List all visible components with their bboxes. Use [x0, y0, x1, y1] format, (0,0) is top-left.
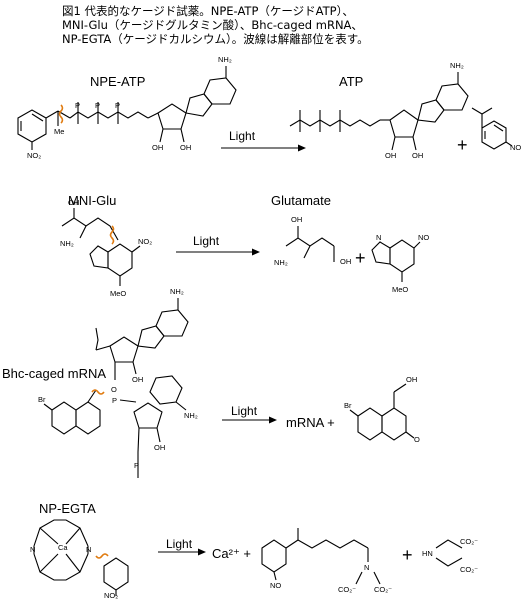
reagent-label-bhc-mrna: Bhc-caged mRNA: [2, 366, 107, 381]
reaction-arrow-2: [176, 248, 260, 256]
mni-methoxy: MeO: [110, 289, 126, 298]
plus-sign-2: +: [355, 248, 366, 268]
np-egta-product-structure: N NO CO₂⁻ CO₂⁻: [261, 528, 392, 594]
caption-line-1: 図1 代表的なケージド試薬。NPE-ATP（ケージドATP）、: [62, 4, 354, 18]
ester-o: O: [111, 385, 117, 394]
atp-oh-1: OH: [385, 151, 396, 160]
coumarin-br: Br: [38, 395, 46, 404]
nitrosoindoline-structure: N NO MeO: [371, 233, 429, 294]
ribose-oh-2: OH: [180, 143, 191, 152]
glutamate-oh-2: OH: [340, 257, 351, 266]
nitrosoacetophenone-structure: NO: [471, 107, 521, 152]
reaction-arrow-3: [222, 416, 277, 424]
egta-n-left: N: [30, 545, 35, 554]
atp-product-structure: OH OH NH₂: [289, 61, 469, 160]
linker-phosphate: P: [112, 396, 117, 405]
egta-nitro: NO₂: [104, 591, 118, 599]
caption-line-3: NP-EGTA（ケージドカルシウム）。波線は解離部位を表す。: [62, 32, 369, 46]
guanine-nh2: NH₂: [184, 411, 198, 420]
indoline-n: N: [376, 233, 381, 242]
mni-glu-structure: OH NH₂ NO₂ MeO: [60, 198, 152, 298]
reagent-label-mni-glu: MNI-Glu: [68, 193, 117, 208]
bhc-mrna-structure: NH₂ OH O P Br NH₂ OH P: [38, 287, 198, 478]
product-carboxylate-1: CO₂⁻: [338, 585, 356, 594]
glu-oh: OH: [68, 198, 79, 207]
upper-nh2: NH₂: [170, 287, 184, 296]
product-br: Br: [344, 401, 352, 410]
upper-oh: OH: [132, 375, 143, 384]
atp-oh-2: OH: [412, 151, 423, 160]
plus-sign-1: +: [457, 135, 468, 155]
product-carbonyl: O: [414, 435, 420, 444]
calcium-atom: Ca: [58, 543, 68, 552]
reagent-label-npe-atp: NPE-ATP: [90, 74, 146, 89]
reaction-arrow-1: [221, 144, 306, 152]
reaction-arrow-4: [158, 548, 206, 556]
figure-caption: 図1 代表的なケージド試薬。NPE-ATP（ケージドATP）、 MNI-Glu（…: [62, 4, 502, 46]
product-label-atp: ATP: [339, 74, 364, 89]
glutamate-product-structure: OH NH₂ OH: [274, 215, 351, 267]
nitroso-label-1: NO: [510, 143, 521, 152]
methyl-label: Me: [54, 127, 64, 136]
npe-atp-structure: NO₂ Me P P P OH OH NH₂: [17, 55, 237, 160]
np-egta-structure: Ca N N NO₂: [30, 519, 129, 599]
caption-line-2: MNI-Glu（ケージドグルタミン酸）、Bhc-caged mRNA、: [62, 18, 363, 32]
indoline-methoxy: MeO: [392, 285, 408, 294]
light-label-4: Light: [166, 537, 193, 551]
atp-nh2: NH₂: [450, 61, 464, 70]
light-label-3: Light: [231, 404, 258, 418]
product-amine-n: N: [364, 563, 369, 572]
glu-nh2: NH₂: [60, 239, 74, 248]
nitro-label: NO₂: [27, 151, 41, 160]
product-carboxylate-2: CO₂⁻: [374, 585, 392, 594]
ribose-oh-1: OH: [152, 143, 163, 152]
light-label-1: Light: [229, 129, 256, 143]
terminal-phosphate: P: [134, 461, 139, 470]
imino-hn: HN: [422, 549, 433, 558]
imino-carboxylate-2: CO₂⁻: [460, 565, 478, 574]
light-label-2: Light: [193, 234, 220, 248]
mni-nitro: NO₂: [138, 237, 152, 246]
lower-oh: OH: [154, 443, 165, 452]
egta-n-right: N: [86, 545, 91, 554]
product-label-calcium: Ca²⁺ +: [212, 546, 252, 561]
product-label-mrna: mRNA +: [286, 415, 335, 430]
plus-sign-3: +: [402, 545, 413, 565]
nitroso-label-3: NO: [270, 581, 281, 590]
imino-carboxylate-1: CO₂⁻: [460, 537, 478, 546]
nitroso-label-2: NO: [418, 233, 429, 242]
iminodiacetate-structure: HN CO₂⁻ CO₂⁻: [422, 537, 478, 574]
product-oh: OH: [406, 375, 417, 384]
bhc-product-structure: Br OH O: [344, 375, 420, 444]
glutamate-oh-1: OH: [291, 215, 302, 224]
reagent-label-np-egta: NP-EGTA: [39, 501, 96, 516]
glutamate-nh2: NH₂: [274, 258, 288, 267]
product-label-glutamate: Glutamate: [271, 193, 331, 208]
adenine-nh2: NH₂: [218, 55, 232, 64]
